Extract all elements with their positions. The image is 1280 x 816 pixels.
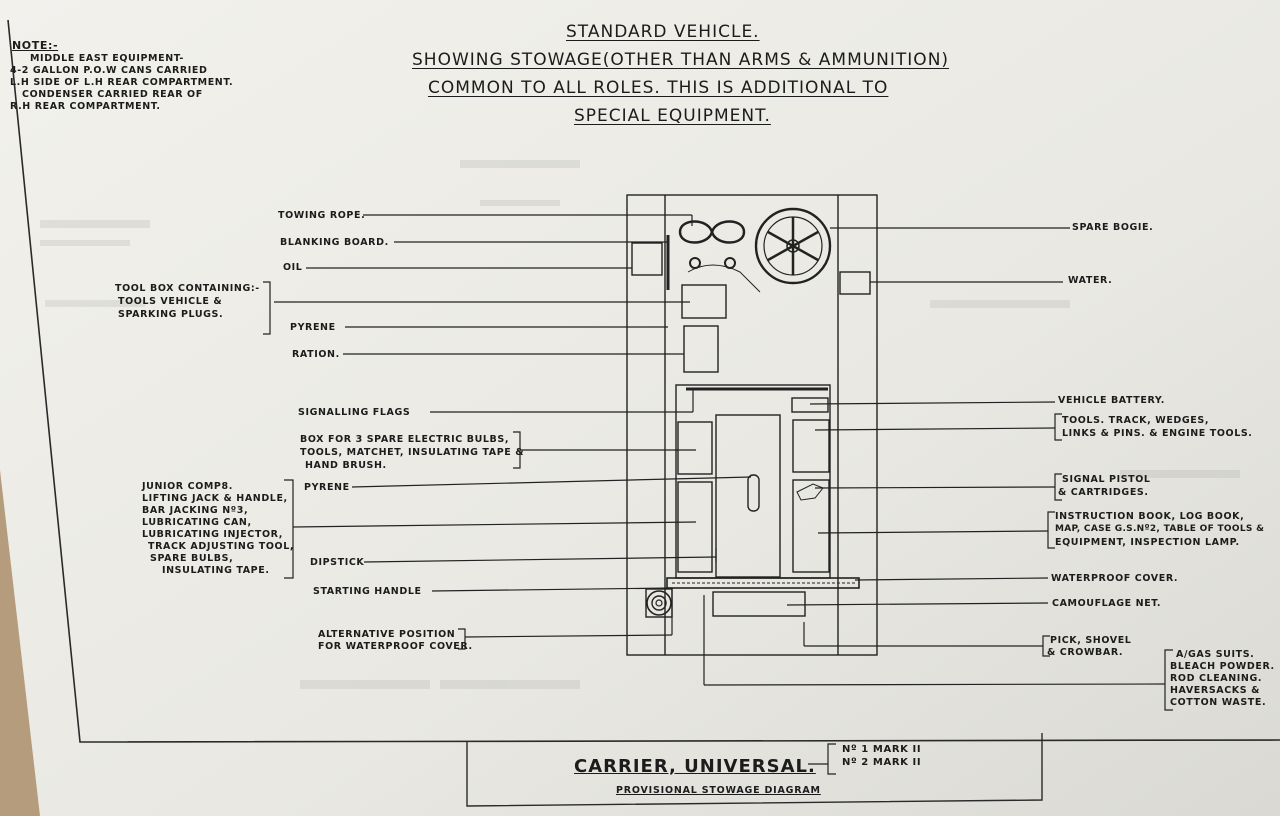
label-signal-pistol-1: SIGNAL PISTOL [1062,474,1151,485]
ration-box [683,325,719,373]
label-pyrene-top: PYRENE [290,322,336,333]
label-junior-comp-2: LIFTING JACK & HANDLE, [142,493,288,504]
label-instruction-book-3: EQUIPMENT, INSPECTION LAMP. [1055,537,1240,548]
label-bulb-box-3: HAND BRUSH. [305,460,387,471]
label-agas-suits-5: COTTON WASTE. [1170,697,1267,708]
note-line-3: L.H SIDE OF L.H REAR COMPARTMENT. [10,77,234,88]
title-line-3: COMMON TO ALL ROLES. THIS IS ADDITIONAL … [428,78,889,98]
label-pick-shovel-2: & CROWBAR. [1047,647,1124,658]
label-waterproof-cover: WATERPROOF COVER. [1051,573,1179,584]
towing-rope-coil [678,220,746,244]
label-tool-box-2: TOOLS VEHICLE & [118,296,223,307]
camouflage-net [712,591,806,617]
label-alt-position-1: ALTERNATIVE POSITION [318,629,456,640]
note-heading: NOTE:- [12,39,59,52]
label-tools-track-1: TOOLS. TRACK, WEDGES, [1062,415,1210,426]
label-ration: RATION. [292,349,340,360]
title-line-4: SPECIAL EQUIPMENT. [574,106,771,126]
pyrene-extinguisher [747,474,760,512]
label-junior-comp-4: LUBRICATING CAN, [142,517,252,528]
note-line-2: 4-2 GALLON P.O.W CANS CARRIED [10,65,208,76]
label-junior-comp-3: BAR JACKING Nº3, [142,505,249,516]
footer-variant-1: Nº 1 MARK II [842,744,922,755]
label-blanking-board: BLANKING BOARD. [280,237,389,248]
label-junior-comp-1: JUNIOR COMP8. [142,481,233,492]
label-junior-comp-7: SPARE BULBS, [150,553,234,564]
label-agas-suits-4: HAVERSACKS & [1170,685,1260,696]
label-oil: OIL [283,262,303,273]
page-border [7,19,1280,743]
label-tools-track-2: LINKS & PINS. & ENGINE TOOLS. [1062,428,1253,439]
vehicle-outline [626,194,878,656]
footer-box [466,733,1043,807]
label-junior-comp-8: INSULATING TAPE. [162,565,270,576]
label-agas-suits-3: ROD CLEANING. [1170,673,1263,684]
label-junior-comp-5: LUBRICATING INJECTOR, [142,529,283,540]
label-starting-handle: STARTING HANDLE [313,586,422,597]
note-line-5: R.H REAR COMPARTMENT. [10,101,161,112]
label-bulb-box-1: BOX FOR 3 SPARE ELECTRIC BULBS, [300,434,510,445]
label-instruction-book-1: INSTRUCTION BOOK, LOG BOOK, [1055,511,1245,522]
label-agas-suits-1: A/GAS SUITS. [1176,649,1255,660]
label-pick-shovel-1: PICK, SHOVEL [1050,635,1132,646]
label-signalling-flags: SIGNALLING FLAGS [298,407,411,418]
footer-subtitle: PROVISIONAL STOWAGE DIAGRAM [616,785,821,796]
label-pyrene-mid: PYRENE [304,482,350,493]
title-line-1: STANDARD VEHICLE. [566,22,760,42]
footer-variant-2: Nº 2 MARK II [842,757,922,768]
label-instruction-book-2: MAP, CASE G.S.Nº2, TABLE OF TOOLS & [1055,524,1265,534]
water-can [839,271,871,295]
label-alt-position-2: FOR WATERPROOF COVER. [318,641,473,652]
footer-title: CARRIER, UNIVERSAL. [574,756,816,777]
note-line-1: MIDDLE EAST EQUIPMENT- [30,53,184,64]
label-bulb-box-2: TOOLS, MATCHET, INSULATING TAPE & [300,447,525,458]
label-agas-suits-2: BLEACH POWDER. [1170,661,1275,672]
label-tool-box-1: TOOL BOX CONTAINING:- [115,283,260,294]
oil-box [631,242,663,276]
label-towing-rope: TOWING ROPE. [278,210,366,221]
label-water: WATER. [1068,275,1113,286]
label-spare-bogie: SPARE BOGIE. [1072,222,1154,233]
spare-bogie-wheel [754,207,832,285]
bulb-box [677,421,713,475]
label-signal-pistol-2: & CARTRIDGES. [1058,487,1149,498]
title-line-2: SHOWING STOWAGE(OTHER THAN ARMS & AMMUNI… [412,50,950,70]
label-camouflage-net: CAMOUFLAGE NET. [1052,598,1162,609]
instruction-book-box [792,479,830,573]
label-vehicle-battery: VEHICLE BATTERY. [1058,395,1165,406]
tools-track-box [792,419,830,473]
junior-comp-box [677,481,713,573]
label-dipstick: DIPSTICK [310,557,365,568]
label-junior-comp-6: TRACK ADJUSTING TOOL, [148,541,295,552]
label-tool-box-3: SPARKING PLUGS. [118,309,224,320]
note-line-4: CONDENSER CARRIED REAR OF [22,89,203,100]
waterproof-cover [666,577,860,589]
